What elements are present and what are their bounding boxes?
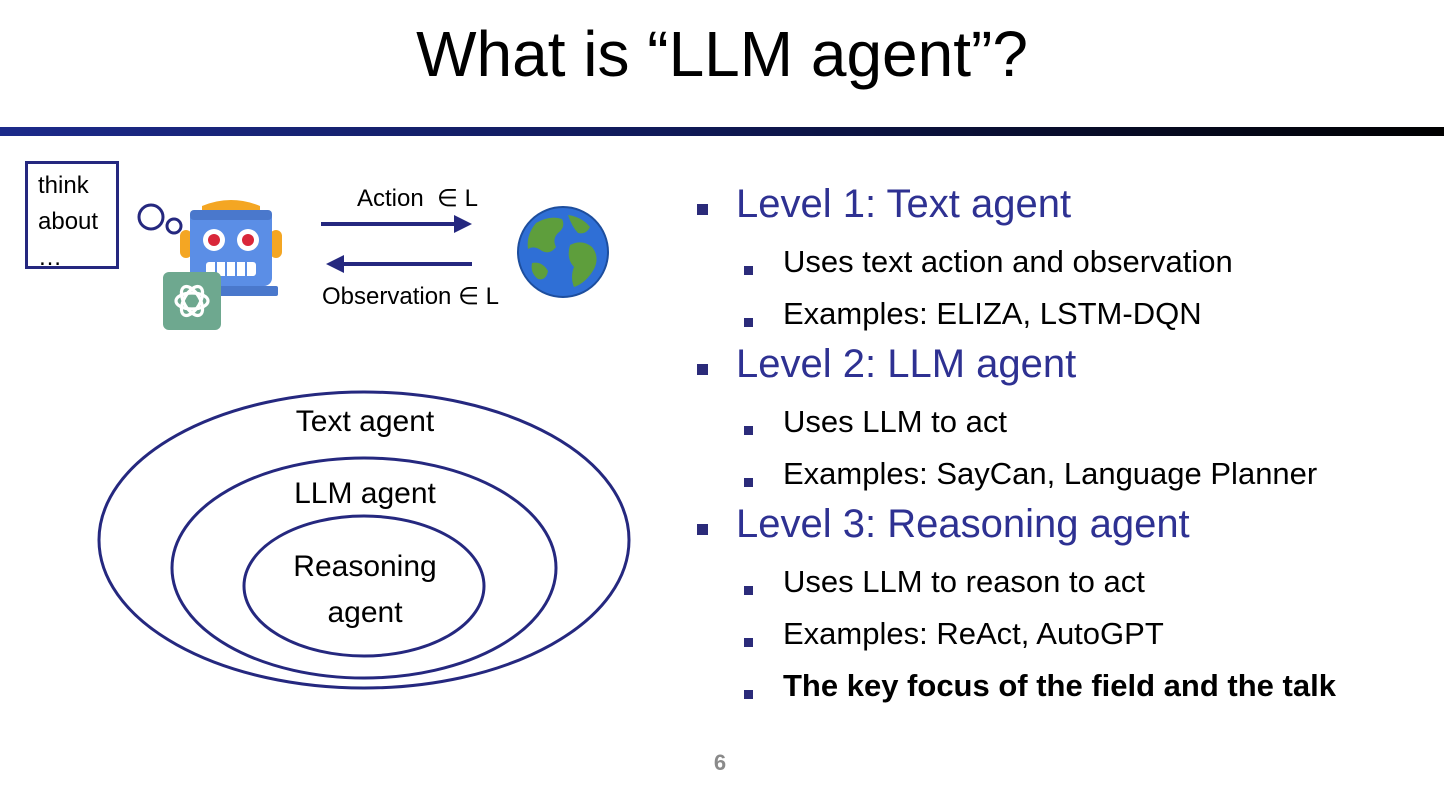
level-bullet [697,364,708,375]
earth-globe-icon [517,206,609,298]
think-bubble-box: think about … [25,161,119,271]
robot-icon [180,200,282,296]
item-bullet [744,638,753,647]
level-bullet [697,524,708,535]
level-2-item-2: Examples: SayCan, Language Planner [783,456,1318,491]
page-number: 6 [713,750,727,775]
action-observation-arrows [321,215,472,273]
observation-label: Observation ∈ L [322,283,499,310]
level-bullet [697,204,708,215]
title-divider [0,127,1444,136]
item-bullet [744,266,753,275]
level-2-item-1: Uses LLM to act [783,404,1007,439]
level-1-heading: Level 1: Text agent [736,182,1072,226]
item-bullet [744,586,753,595]
observation-arrowhead [326,255,344,273]
agent-nesting-diagram [97,390,631,690]
reasoning-agent-ellipse [242,514,486,658]
item-bullet [744,478,753,487]
level-3-item-1: Uses LLM to reason to act [783,564,1145,599]
venn-label-text-agent: Text agent [295,405,435,438]
venn-label-llm-agent: LLM agent [294,477,436,510]
level-1-item-2: Examples: ELIZA, LSTM-DQN [783,296,1202,331]
action-label: Action ∈ L [357,185,478,212]
level-1-item-1: Uses text action and observation [783,244,1233,279]
slide-title: What is “LLM agent”? [416,18,1028,90]
level-3-heading: Level 3: Reasoning agent [736,502,1190,546]
item-bullet [744,426,753,435]
openai-logo-icon [163,272,221,330]
llm-agent-ellipse [170,456,558,680]
item-bullet [744,318,753,327]
item-bullet [744,690,753,699]
level-3-item-2: Examples: ReAct, AutoGPT [783,616,1164,651]
venn-label-reasoning-agent: Reasoning agent [293,550,437,629]
level-2-heading: Level 2: LLM agent [736,342,1077,386]
text-agent-ellipse [97,390,631,690]
action-arrowhead [454,215,472,233]
level-3-item-3: The key focus of the field and the talk [783,668,1336,703]
thought-bubble-icon [137,203,183,235]
